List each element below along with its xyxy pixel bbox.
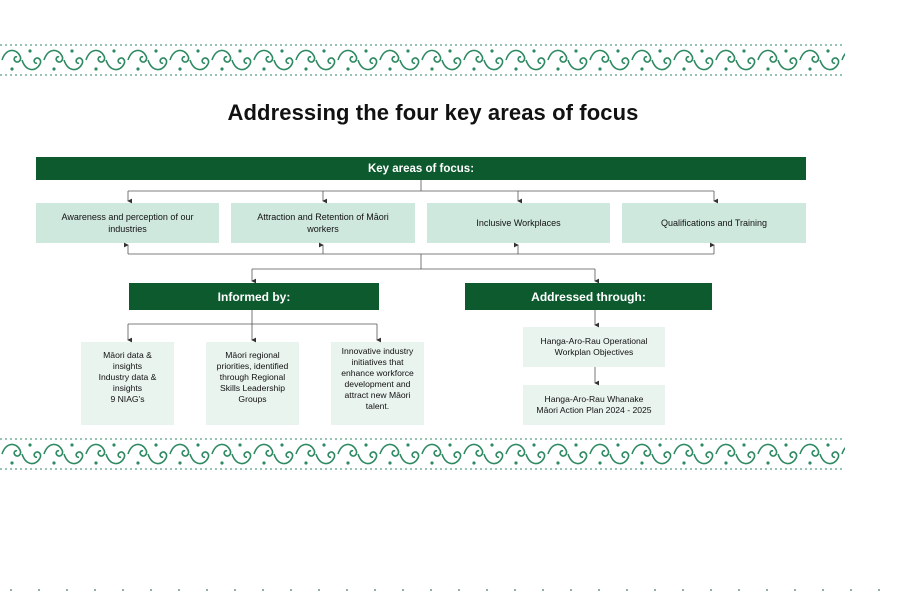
addressed-box-operational-workplan: Hanga-Aro-Rau Operational Workplan Objec… xyxy=(523,327,665,367)
addressed-box-action-plan: Hanga-Aro-Rau Whanake Māori Action Plan … xyxy=(523,385,665,425)
focus-box-label: Inclusive Workplaces xyxy=(476,218,561,228)
focus-box-label: Awareness and perception of our industri… xyxy=(61,212,194,234)
key-areas-header: Key areas of focus: xyxy=(36,157,806,180)
informed-by-header-label: Informed by: xyxy=(217,289,291,304)
addressed-box-text: Hanga-Aro-Rau Operational Workplan Objec… xyxy=(540,336,648,357)
informed-box-text: Innovative industry initiatives that enh… xyxy=(341,346,414,411)
addressed-through-header: Addressed through: xyxy=(465,283,712,310)
focus-box-qualifications: Qualifications and Training xyxy=(622,203,806,243)
informed-box-regional-priorities: Māori regional priorities, identified th… xyxy=(206,342,299,425)
focus-box-awareness: Awareness and perception of our industri… xyxy=(36,203,219,243)
informed-box-text: Māori regional priorities, identified th… xyxy=(216,350,289,404)
focus-box-attraction: Attraction and Retention of Māori worker… xyxy=(231,203,415,243)
addressed-through-header-label: Addressed through: xyxy=(531,289,646,304)
informed-box-text: Māori data & insights Industry data & in… xyxy=(98,350,157,404)
koru-border-top xyxy=(0,42,845,78)
key-areas-header-label: Key areas of focus: xyxy=(367,162,475,175)
koru-border-bottom xyxy=(0,436,845,472)
informed-box-industry-initiatives: Innovative industry initiatives that enh… xyxy=(331,342,424,425)
addressed-box-text: Hanga-Aro-Rau Whanake Māori Action Plan … xyxy=(536,394,652,415)
focus-box-label: Qualifications and Training xyxy=(660,218,768,228)
focus-box-inclusive: Inclusive Workplaces xyxy=(427,203,610,243)
informed-box-data-insights: Māori data & insights Industry data & in… xyxy=(81,342,174,425)
focus-box-label: Attraction and Retention of Māori worker… xyxy=(257,212,389,234)
bottom-dot-row xyxy=(10,589,890,591)
page-title: Addressing the four key areas of focus xyxy=(227,100,639,125)
informed-by-header: Informed by: xyxy=(129,283,379,310)
